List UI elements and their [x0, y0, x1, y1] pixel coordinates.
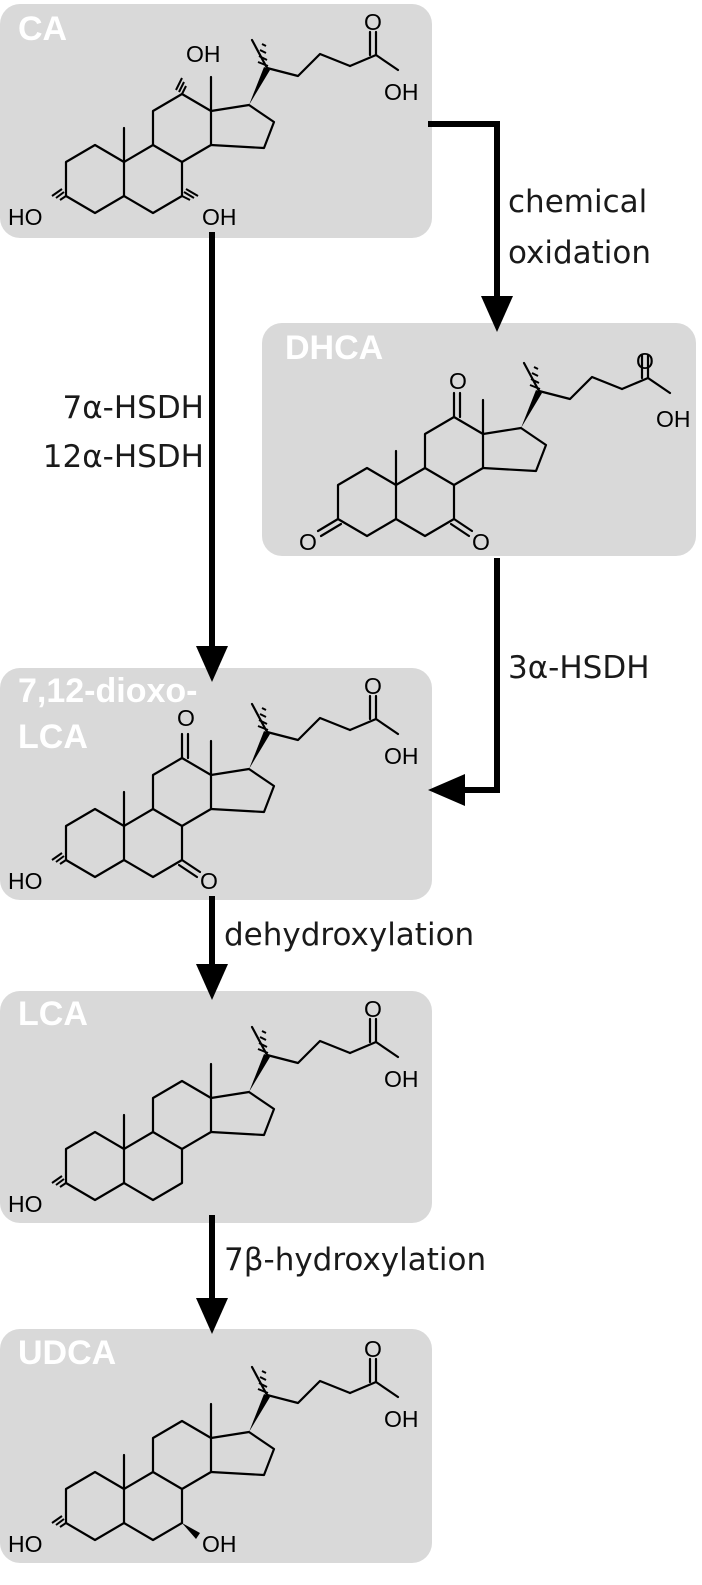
dhca-structure: O O O O OH — [299, 348, 691, 555]
udca-title: UDCA — [18, 1334, 116, 1372]
udca-oh-3: HO — [8, 1531, 43, 1557]
lca-oh-acid: OH — [384, 1066, 419, 1092]
ca-oh-3: HO — [8, 204, 43, 230]
ca-oh-7: OH — [202, 204, 237, 230]
arrow-dhca-to-dioxo-lca — [428, 558, 500, 806]
lca-o-acid: O — [364, 996, 382, 1022]
ca-oh-12: OH — [186, 41, 221, 67]
ca-structure: HO OH OH O OH — [8, 9, 419, 230]
ca-o-acid: O — [364, 9, 382, 35]
arrow-dioxo-lca-to-lca — [196, 896, 228, 1000]
udca-o-acid: O — [364, 1336, 382, 1362]
dhca-o-12: O — [449, 368, 467, 394]
arrow-lca-to-udca — [196, 1215, 228, 1334]
ca-oh-acid: OH — [384, 79, 419, 105]
step-hsdh-7a-label: 7α-HSDH — [62, 390, 204, 426]
udca-structure: HO OH O OH — [8, 1336, 419, 1557]
dhca-o-7: O — [472, 529, 490, 555]
dioxo-lca-o-12: O — [177, 705, 195, 731]
ca-box — [0, 4, 432, 238]
dhca-oh-acid: OH — [656, 406, 691, 432]
lca-structure: HO O OH — [8, 996, 419, 1217]
step-chemical-oxidation-line1: chemical — [508, 184, 647, 220]
dioxo-lca-title-line2: LCA — [18, 718, 88, 756]
step-hsdh-12a-label: 12α-HSDH — [43, 439, 204, 475]
arrow-ca-to-dhca — [428, 121, 513, 332]
lca-box — [0, 991, 432, 1223]
dioxo-lca-o-acid: O — [364, 673, 382, 699]
arrow-ca-to-dioxo-lca — [196, 232, 228, 682]
ca-title: CA — [18, 10, 67, 48]
lca-title: LCA — [18, 995, 88, 1033]
dhca-o-acid: O — [636, 348, 654, 374]
step-dehydroxylation-label: dehydroxylation — [224, 917, 474, 953]
udca-oh-7: OH — [202, 1531, 237, 1557]
udca-box — [0, 1329, 432, 1563]
step-7b-hydroxylation-label: 7β-hydroxylation — [224, 1242, 486, 1278]
dioxo-lca-oh-3: HO — [8, 868, 43, 894]
step-hsdh-3a-label: 3α-HSDH — [508, 650, 650, 686]
dioxo-lca-oh-acid: OH — [384, 743, 419, 769]
udca-oh-acid: OH — [384, 1406, 419, 1432]
dioxo-lca-structure: HO O O O OH — [8, 673, 419, 894]
dioxo-lca-box — [0, 668, 432, 900]
dhca-title: DHCA — [285, 329, 383, 367]
step-chemical-oxidation-line2: oxidation — [508, 235, 651, 271]
dioxo-lca-title-line1: 7,12-dioxo- — [18, 672, 197, 710]
dioxo-lca-o-7: O — [200, 868, 218, 894]
lca-oh-3: HO — [8, 1191, 43, 1217]
dhca-o-3: O — [299, 529, 317, 555]
